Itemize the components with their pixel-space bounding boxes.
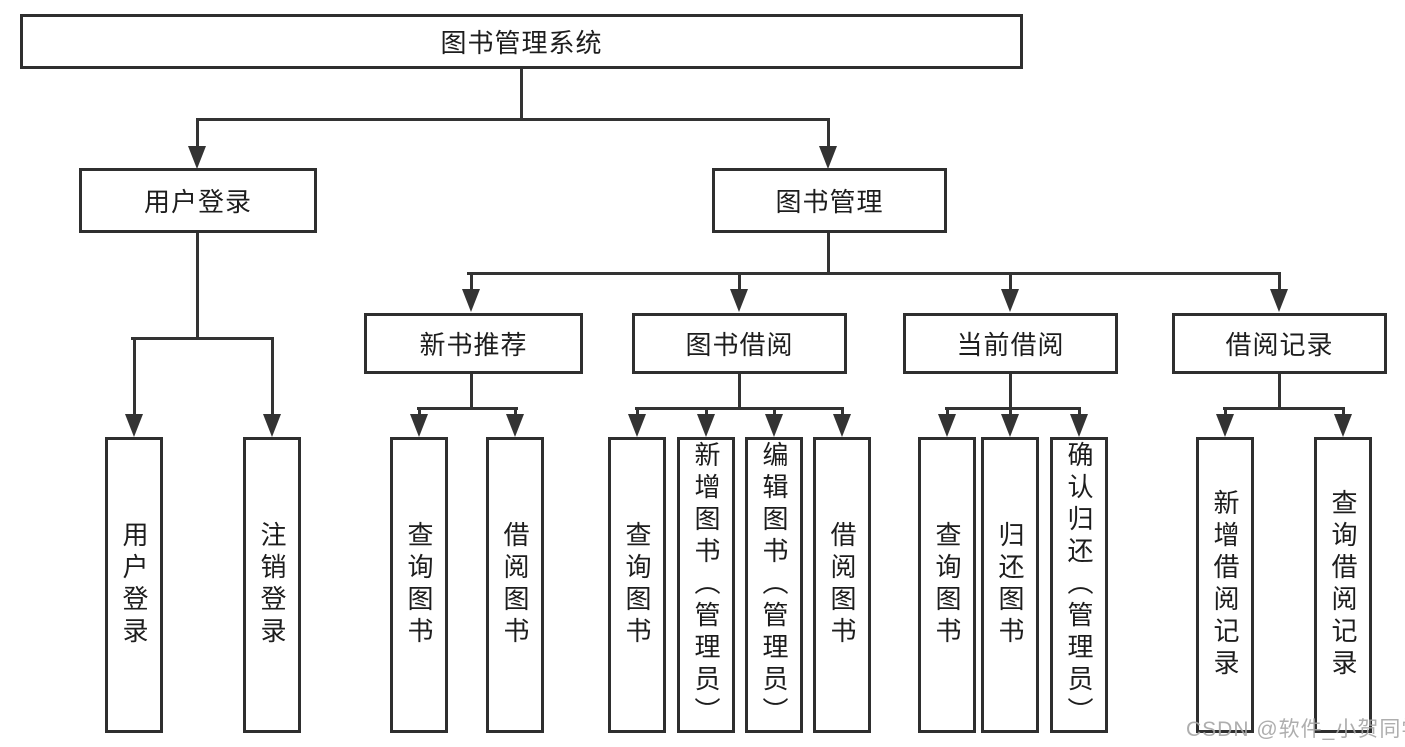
- arrowhead-down-icon: [188, 146, 206, 169]
- connector-vline: [738, 374, 741, 410]
- connector-vline: [1009, 374, 1012, 410]
- connector-arrow-stem: [513, 407, 517, 414]
- node-book-borrow: 图书借阅: [632, 313, 847, 374]
- connector-arrow-stem: [1223, 407, 1227, 414]
- leaf-current-query-books: 查询图书: [918, 437, 976, 733]
- connector-vline: [520, 69, 523, 121]
- arrowhead-down-icon: [1270, 289, 1288, 312]
- node-book-management: 图书管理: [712, 168, 947, 233]
- connector-arrow-stem: [704, 407, 708, 414]
- connector-arrow-stem: [1341, 407, 1345, 414]
- connector-arrow-stem: [132, 337, 136, 414]
- connector-vline: [470, 374, 473, 410]
- connector-hline: [945, 407, 1081, 410]
- leaf-records-add-borrow-record: 新增借阅记录: [1196, 437, 1254, 733]
- arrowhead-down-icon: [765, 414, 783, 437]
- node-new-book-recommend: 新书推荐: [364, 313, 583, 374]
- arrowhead-down-icon: [506, 414, 524, 437]
- connector-arrow-stem: [195, 118, 199, 146]
- leaf-newbook-query-books: 查询图书: [390, 437, 448, 733]
- node-user-login: 用户登录: [79, 168, 317, 233]
- leaf-records-query-borrow-record: 查询借阅记录: [1314, 437, 1372, 733]
- arrowhead-down-icon: [833, 414, 851, 437]
- connector-vline: [1278, 374, 1281, 410]
- node-borrow-records: 借阅记录: [1172, 313, 1387, 374]
- arrowhead-down-icon: [730, 289, 748, 312]
- connector-arrow-stem: [1077, 407, 1081, 414]
- connector-arrow-stem: [840, 407, 844, 414]
- connector-hline: [196, 118, 830, 121]
- connector-arrow-stem: [772, 407, 776, 414]
- connector-hline: [417, 407, 518, 410]
- arrowhead-down-icon: [125, 414, 143, 437]
- node-library-system: 图书管理系统: [20, 14, 1023, 69]
- connector-arrow-stem: [635, 407, 639, 414]
- connector-vline: [196, 233, 199, 340]
- connector-hline: [635, 407, 844, 410]
- arrowhead-down-icon: [628, 414, 646, 437]
- arrowhead-down-icon: [1334, 414, 1352, 437]
- csdn-watermark: CSDN @软件_小贺同学: [1186, 718, 1405, 741]
- connector-hline: [1223, 407, 1345, 410]
- arrowhead-down-icon: [462, 289, 480, 312]
- leaf-borrow-query-books: 查询图书: [608, 437, 666, 733]
- arrowhead-down-icon: [1216, 414, 1234, 437]
- arrowhead-down-icon: [410, 414, 428, 437]
- node-current-borrow: 当前借阅: [903, 313, 1118, 374]
- arrowhead-down-icon: [1001, 414, 1019, 437]
- leaf-user-login: 用户登录: [105, 437, 163, 733]
- arrowhead-down-icon: [1070, 414, 1088, 437]
- arrowhead-down-icon: [697, 414, 715, 437]
- connector-arrow-stem: [945, 407, 949, 414]
- connector-arrow-stem: [1277, 272, 1281, 289]
- leaf-borrow-edit-books-admin: 编辑图书（管理员）: [745, 437, 803, 733]
- leaf-borrow-add-books-admin: 新增图书（管理员）: [677, 437, 735, 733]
- leaf-current-return-books: 归还图书: [981, 437, 1039, 733]
- connector-arrow-stem: [737, 272, 741, 289]
- connector-arrow-stem: [417, 407, 421, 414]
- connector-arrow-stem: [1008, 407, 1012, 414]
- arrowhead-down-icon: [819, 146, 837, 169]
- leaf-newbook-borrow-books: 借阅图书: [486, 437, 544, 733]
- connector-arrow-stem: [826, 118, 830, 146]
- arrowhead-down-icon: [938, 414, 956, 437]
- connector-hline: [131, 337, 274, 340]
- connector-hline: [467, 272, 1281, 275]
- connector-arrow-stem: [469, 272, 473, 289]
- leaf-borrow-borrow-books: 借阅图书: [813, 437, 871, 733]
- arrowhead-down-icon: [1001, 289, 1019, 312]
- connector-arrow-stem: [270, 337, 274, 414]
- leaf-logout: 注销登录: [243, 437, 301, 733]
- connector-vline: [827, 233, 830, 275]
- connector-arrow-stem: [1008, 272, 1012, 289]
- arrowhead-down-icon: [263, 414, 281, 437]
- leaf-current-confirm-return-admin: 确认归还（管理员）: [1050, 437, 1108, 733]
